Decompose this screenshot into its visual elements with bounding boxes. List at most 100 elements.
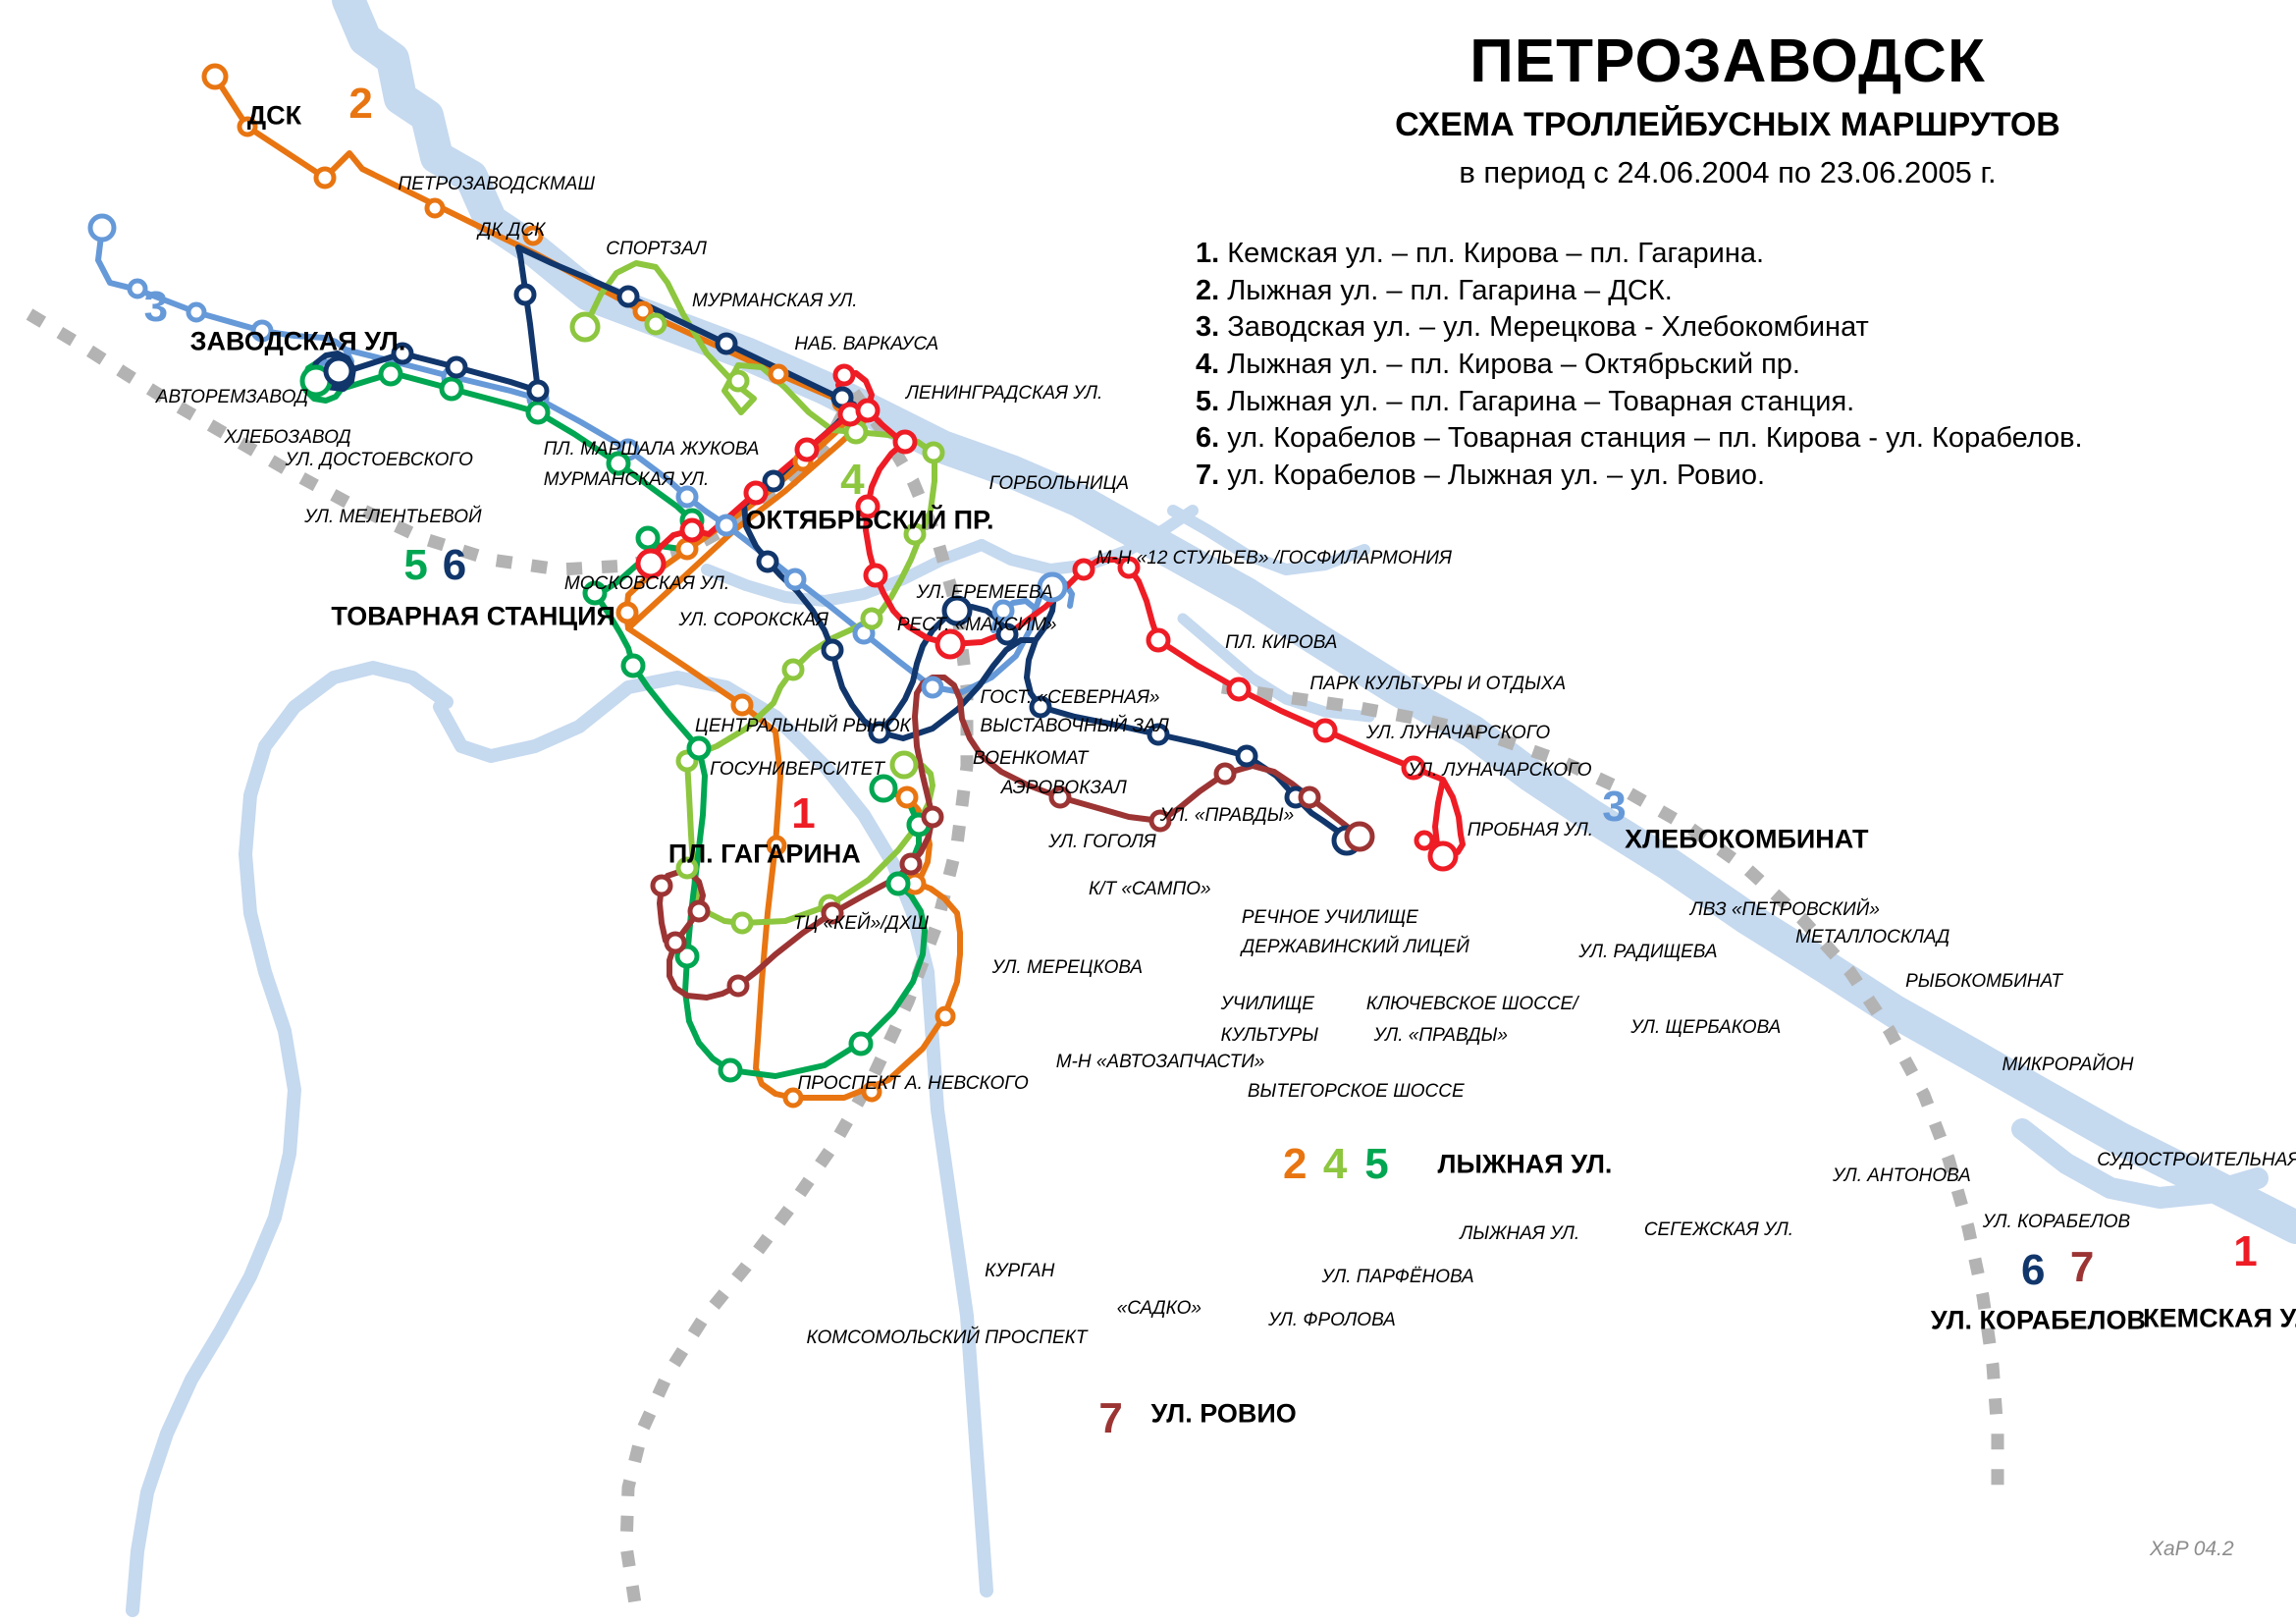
stop-label: УЛ. «ПРАВДЫ» [1373, 1024, 1508, 1046]
stop-label: МОСКОВСКАЯ УЛ. [563, 572, 730, 594]
legend-item: 1. Кемская ул. – пл. Кирова – пл. Гагари… [1196, 236, 2275, 273]
legend-number: 6. [1196, 422, 1220, 455]
stop-label: МУРМАНСКАЯ УЛ. [543, 468, 710, 490]
stop-label: АВТОРЕМЗАВОД [155, 387, 309, 408]
stop-label: УЛ. МЕРЕЦКОВА [991, 957, 1144, 979]
stop-label: УЛ. ЕРЕМЕЕВА [916, 581, 1053, 603]
stop-label: М-Н «12 СТУЛЬЕВ» /ГОСФИЛАРМОНИЯ [1095, 547, 1452, 568]
terminal-label: ЗАВОДСКАЯ УЛ. [189, 326, 406, 356]
legend-text: Заводская ул. – ул. Мерецкова - Хлебоком… [1227, 311, 1869, 344]
stop-label: ПЛ. МАРШАЛА ЖУКОВА [543, 439, 760, 460]
stop-label: ЛЫЖНАЯ УЛ. [1460, 1223, 1580, 1245]
stop-label: КЛЮЧЕВСКОЕ ШОССЕ/ [1365, 993, 1578, 1014]
author-credit: XaP 04.2 [2150, 1538, 2234, 1560]
legend-text: Лыжная ул. – пл. Гагарина – Товарная ста… [1227, 385, 1855, 417]
legend-item: 6. ул. Корабелов – Товарная станция – пл… [1196, 420, 2275, 458]
terminal-label: ОКТЯБРЬСКИЙ ПР. [745, 505, 994, 535]
stop-label: ВЫСТАВОЧНЫЙ ЗАЛ [980, 715, 1169, 736]
stop-label: ПЕТРОЗАВОДСКМАШ [398, 173, 595, 194]
stop-label: ГОСУНИВЕРСИТЕТ [710, 758, 884, 780]
stop-label: ЛВЗ «ПЕТРОВСКИЙ» [1689, 899, 1880, 921]
route-number-badge: 5 [403, 541, 428, 590]
route-number-badge: 4 [840, 455, 865, 504]
stop-label: УЛ. ЛУНАЧАРСКОГО [1408, 760, 1592, 782]
legend-text: ул. Корабелов – Лыжная ул. – ул. Ровио. [1227, 460, 1766, 492]
stop-label: ПЛ. КИРОВА [1225, 632, 1338, 654]
stop-label: УЧИЛИЩЕ [1220, 993, 1314, 1014]
stop-label: УЛ. ЩЕРБАКОВА [1630, 1016, 1782, 1038]
stop-label: УЛ. ДОСТОЕВСКОГО [285, 450, 473, 470]
terminal-label: КЕМСКАЯ УЛ. [2143, 1303, 2296, 1333]
route-number-badge: 1 [791, 789, 816, 839]
terminal-label: ПЛ. ГАГАРИНА [667, 839, 861, 869]
station-markers [87, 63, 1459, 1109]
legend-item: 5. Лыжная ул. – пл. Гагарина – Товарная … [1196, 384, 2275, 421]
terminal-label: ТОВАРНАЯ СТАНЦИЯ [331, 601, 615, 631]
stop-label: КУРГАН [985, 1261, 1055, 1282]
page-title: ПЕТРОЗАВОДСК [1469, 27, 1986, 95]
water-layer [126, 0, 2296, 1617]
stop-label: ВЫТЕГОРСКОЕ ШОССЕ [1247, 1081, 1465, 1102]
stop-label: УЛ. ЛУНАЧАРСКОГО [1365, 723, 1551, 744]
stop-label: «САДКО» [1116, 1297, 1201, 1319]
legend-item: 4. Лыжная ул. – пл. Кирова – Октябрьский… [1196, 347, 2275, 384]
stop-label: УЛ. РАДИЩЕВА [1578, 941, 1718, 962]
stop-label: ЛЕНИНГРАДСКАЯ УЛ. [905, 382, 1103, 404]
stop-label: МУРМАНСКАЯ УЛ. [692, 291, 858, 312]
stop-label: ДЕРЖАВИНСКИЙ ЛИЦЕЙ [1241, 937, 1469, 958]
map-period: в период с 24.06.2004 по 23.06.2005 г. [1459, 155, 1997, 190]
stop-label: УЛ. СОРОКСКАЯ [678, 610, 828, 631]
stop-label: ЦЕНТРАЛЬНЫЙ РЫНОК [695, 715, 911, 736]
legend-item: 2. Лыжная ул. – пл. Гагарина – ДСК. [1196, 273, 2275, 310]
stop-label: УЛ. ГОГОЛЯ [1048, 831, 1156, 852]
stop-label: УЛ. КОРАБЕЛОВ [1982, 1212, 2131, 1233]
title-block: ПЕТРОЗАВОДСК СХЕМА ТРОЛЛЕЙБУСНЫХ МАРШРУТ… [1178, 29, 2277, 190]
route-number-badge: 4 [1322, 1140, 1348, 1189]
stop-label: УЛ. «ПРАВДЫ» [1159, 804, 1295, 826]
stop-label: СЕГЕЖСКАЯ УЛ. [1643, 1218, 1794, 1240]
terminal-label: ХЛЕБОКОМБИНАТ [1625, 824, 1869, 854]
stop-label: РЕЧНОЕ УЧИЛИЩЕ [1241, 906, 1418, 928]
legend-text: Лыжная ул. – пл. Кирова – Октябрьский пр… [1227, 349, 1800, 381]
terminal-label: ЛЫЖНАЯ УЛ. [1437, 1149, 1613, 1179]
map-subtitle: СХЕМА ТРОЛЛЕЙБУСНЫХ МАРШРУТОВ [1395, 106, 2060, 144]
stop-label: РЕСТ. «МАКСИМ» [896, 614, 1057, 635]
legend-number: 2. [1196, 274, 1220, 306]
stop-label: М-Н «АВТОЗАПЧАСТИ» [1055, 1051, 1265, 1072]
route-number-badge: 7 [1098, 1393, 1123, 1442]
route-number-badge: 6 [2020, 1245, 2046, 1294]
stop-label: УЛ. ПАРФЁНОВА [1321, 1267, 1474, 1288]
stop-label: ГОСТ. «СЕВЕРНАЯ» [980, 687, 1160, 709]
stop-label: УЛ. АНТОНОВА [1832, 1165, 1971, 1187]
route-number-badge: 1 [2233, 1227, 2258, 1276]
stop-label: К/Т «САМПО» [1088, 879, 1211, 900]
stop-label: КУЛЬТУРЫ [1220, 1024, 1319, 1046]
stop-label: ТЦ «КЕЙ»/ДХШ [792, 913, 930, 935]
terminal-label: УЛ. КОРАБЕЛОВ [1930, 1305, 2147, 1335]
stop-label: СУДОСТРОИТЕЛЬНАЯ УЛ. [2097, 1149, 2296, 1170]
legend-item: 7. ул. Корабелов – Лыжная ул. – ул. Рови… [1196, 458, 2275, 495]
stop-label: РЫБОКОМБИНАТ [1905, 971, 2062, 993]
route-number-badge: 3 [1602, 782, 1627, 831]
legend-number: 1. [1196, 238, 1220, 269]
stop-label: КОМСОМОЛЬСКИЙ ПРОСПЕКТ [806, 1327, 1088, 1349]
stop-label: МЕТАЛЛОСКЛАД [1795, 926, 1950, 947]
legend-text: ул. Корабелов – Товарная станция – пл. К… [1227, 422, 2083, 455]
terminal-label: ДСК [246, 100, 302, 131]
legend-item: 3. Заводская ул. – ул. Мерецкова - Хлебо… [1196, 309, 2275, 347]
stop-label: УЛ. ФРОЛОВА [1268, 1310, 1396, 1330]
stop-label: МИКРОРАЙОН [2002, 1054, 2134, 1075]
stop-label: ДК ДСК [478, 219, 546, 241]
terminal-label: УЛ. РОВИО [1150, 1398, 1297, 1429]
route-number-badge: 2 [1283, 1140, 1308, 1189]
stop-label: ПРОСПЕКТ А. НЕВСКОГО [797, 1073, 1029, 1095]
stop-label: ПАРК КУЛЬТУРЫ И ОТДЫХА [1309, 674, 1567, 695]
stop-label: ХЛЕБОЗАВОД [224, 427, 351, 449]
route-number-badge: 3 [143, 283, 169, 332]
stop-label: НАБ. ВАРКАУСА [794, 334, 939, 354]
legend-number: 3. [1196, 311, 1220, 344]
legend-number: 5. [1196, 385, 1220, 417]
route-number-badge: 5 [1364, 1140, 1389, 1189]
